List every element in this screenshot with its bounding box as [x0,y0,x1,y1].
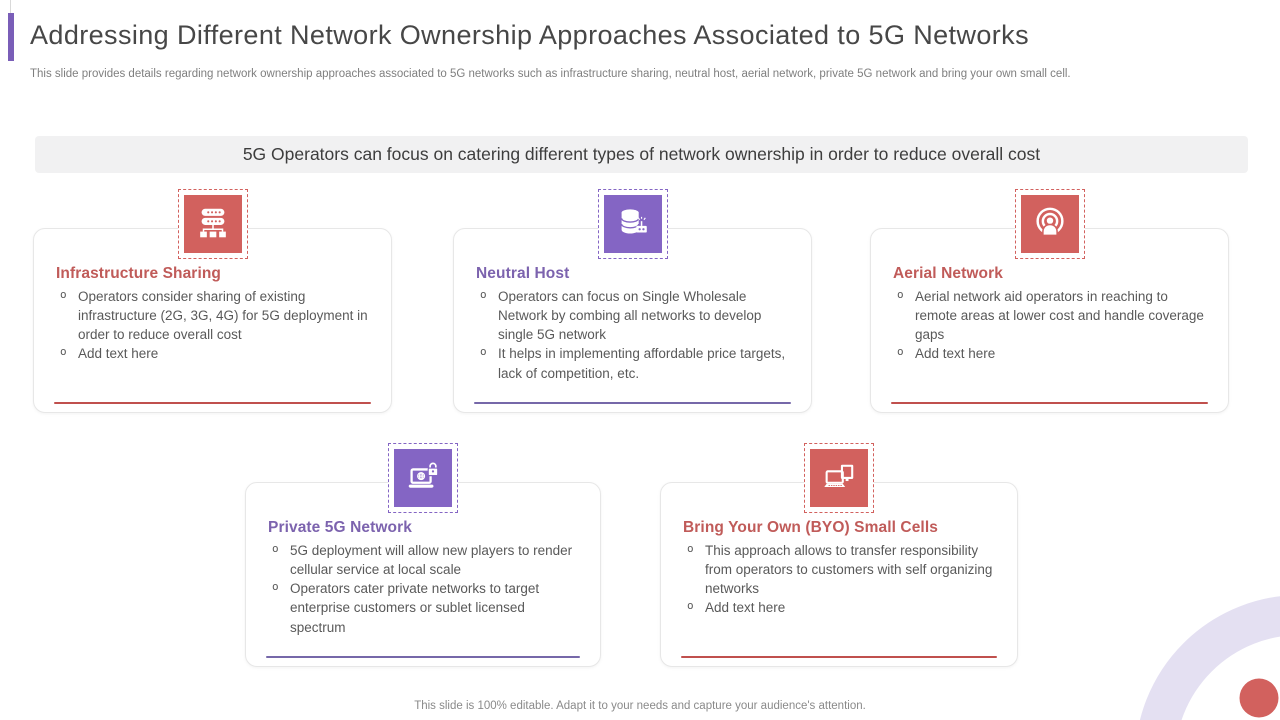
icon-tile [603,195,662,253]
bullet-item: Aerial network aid operators in reaching… [893,287,1206,344]
card-private-5g-network: Private 5G Network 5G deployment will al… [245,443,601,667]
key-message-banner: 5G Operators can focus on catering diffe… [35,136,1248,173]
card-accent-line [266,656,580,658]
card-bullets: 5G deployment will allow new players to … [268,541,578,637]
broadcast-beacon-icon [1014,189,1085,259]
card-infrastructure-sharing: Infrastructure Sharing Operators conside… [33,189,392,413]
corner-decoration [1139,596,1280,720]
page-title: Addressing Different Network Ownership A… [30,20,1029,50]
card-bullets: This approach allows to transfer respons… [683,541,995,618]
card-bullets: Operators can focus on Single Wholesale … [476,287,789,383]
bullet-item: Operators consider sharing of existing i… [56,287,369,344]
editable-note: This slide is 100% editable. Adapt it to… [414,700,866,712]
secure-laptop-icon [388,443,458,513]
laptop-monitor-icon [804,443,874,513]
icon-tile [183,195,242,253]
bullet-item: 5G deployment will allow new players to … [268,541,578,579]
bullet-item: Operators can focus on Single Wholesale … [476,287,789,344]
banner-text: 5G Operators can focus on catering diffe… [242,144,1041,164]
card-accent-line [54,402,371,404]
title-accent-bar [8,13,14,61]
bullet-item: Operators cater private networks to targ… [268,579,578,636]
bullet-item: Add text here [893,344,1206,363]
card-accent-line [891,402,1208,404]
card-accent-line [681,656,997,658]
card-aerial-network: Aerial Network Aerial network aid operat… [870,189,1229,413]
icon-tile [1020,195,1079,253]
bullet-item: It helps in implementing affordable pric… [476,344,789,382]
card-title: Neutral Host [476,265,570,282]
card-neutral-host: Neutral Host Operators can focus on Sing… [453,189,812,413]
bullet-item: Add text here [683,598,995,617]
red-dot-shape [1239,678,1279,718]
icon-tile [394,449,452,507]
database-network-icon [597,189,668,259]
server-rack-icon [177,189,248,259]
card-title: Private 5G Network [268,519,412,536]
card-byo-small-cells: Bring Your Own (BYO) Small Cells This ap… [660,443,1018,667]
icon-tile [810,449,868,507]
card-title: Bring Your Own (BYO) Small Cells [683,519,938,536]
accent-tail-line [10,0,11,13]
card-bullets: Operators consider sharing of existing i… [56,287,369,364]
bullet-item: Add text here [56,344,369,363]
bullet-item: This approach allows to transfer respons… [683,541,995,598]
slide-subtitle: This slide provides details regarding ne… [30,68,1071,80]
card-title: Infrastructure Sharing [56,265,221,282]
card-bullets: Aerial network aid operators in reaching… [893,287,1206,364]
card-title: Aerial Network [893,265,1003,282]
card-accent-line [474,402,791,404]
